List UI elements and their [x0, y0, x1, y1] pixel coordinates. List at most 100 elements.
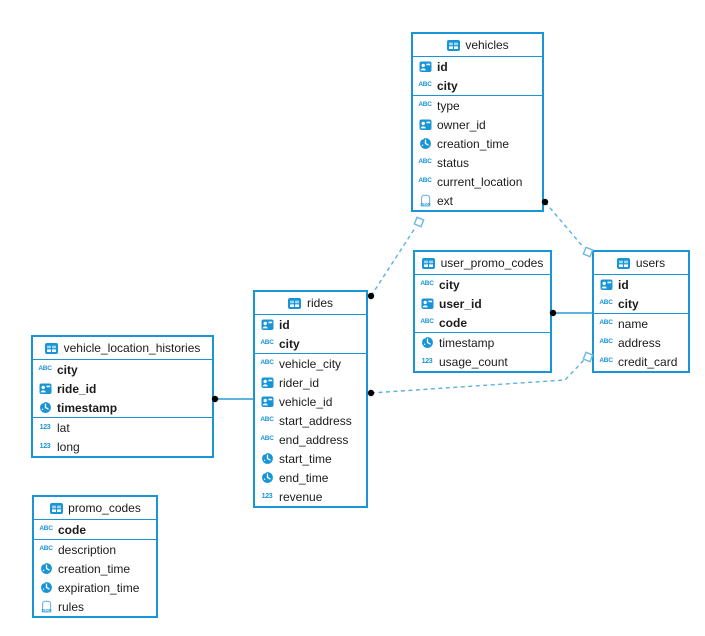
column-label: rules — [58, 599, 85, 614]
column-label: id — [437, 59, 448, 74]
column-label: revenue — [279, 489, 323, 504]
uuid-type-icon — [418, 60, 432, 74]
column-label: end_address — [279, 432, 349, 447]
column-row-id[interactable]: id — [413, 57, 542, 76]
column-row-creation_time[interactable]: creation_time — [34, 559, 156, 578]
text-type-icon: ABC — [599, 338, 613, 346]
time-type-icon — [260, 452, 274, 466]
column-row-timestamp[interactable]: timestamp — [415, 333, 550, 352]
column-label: name — [618, 316, 649, 331]
json-type-icon: JSON — [418, 194, 432, 208]
text-type-icon: ABC — [39, 525, 53, 533]
table-header[interactable]: users — [594, 252, 688, 275]
number-type-icon: 123 — [39, 424, 51, 431]
column-label: start_time — [279, 451, 332, 466]
column-label: city — [57, 362, 78, 377]
column-row-timestamp[interactable]: timestamp — [33, 398, 212, 417]
column-row-owner_id[interactable]: owner_id — [413, 115, 542, 134]
column-row-vehicle_id[interactable]: vehicle_id — [255, 392, 366, 411]
column-label: ride_id — [57, 381, 97, 396]
json-type-icon: JSON — [39, 600, 53, 614]
column-row-id[interactable]: id — [255, 315, 366, 334]
column-label: credit_card — [618, 354, 678, 369]
text-type-icon: ABC — [260, 359, 274, 367]
column-label: current_location — [437, 174, 523, 189]
uuid-type-icon — [599, 278, 613, 292]
column-row-ride_id[interactable]: ride_id — [33, 379, 212, 398]
text-type-icon: ABC — [418, 158, 432, 166]
table-header[interactable]: vehicles — [413, 34, 542, 57]
column-label: usage_count — [439, 354, 508, 369]
table-header[interactable]: vehicle_location_histories — [33, 337, 212, 360]
number-type-icon: 123 — [39, 443, 51, 450]
column-row-code[interactable]: ABC code — [415, 313, 550, 332]
text-type-icon: ABC — [599, 357, 613, 365]
column-row-expiration_time[interactable]: expiration_time — [34, 578, 156, 597]
column-label: owner_id — [437, 117, 486, 132]
column-label: description — [58, 542, 117, 557]
table-header[interactable]: user_promo_codes — [415, 252, 550, 275]
text-type-icon: ABC — [260, 339, 274, 347]
column-row-status[interactable]: ABC status — [413, 153, 542, 172]
uuid-type-icon — [38, 382, 52, 396]
column-label: address — [618, 335, 661, 350]
table-title: users — [635, 256, 666, 270]
column-row-rider_id[interactable]: rider_id — [255, 373, 366, 392]
table-icon — [446, 38, 460, 52]
time-type-icon — [39, 562, 53, 576]
column-row-start_time[interactable]: start_time — [255, 449, 366, 468]
time-type-icon — [260, 471, 274, 485]
column-row-end_time[interactable]: end_time — [255, 468, 366, 487]
column-row-end_address[interactable]: ABC end_address — [255, 430, 366, 449]
column-row-user_id[interactable]: user_id — [415, 294, 550, 313]
column-row-credit_card[interactable]: ABC credit_card — [594, 352, 688, 371]
column-row-address[interactable]: ABC address — [594, 333, 688, 352]
text-type-icon: ABC — [418, 101, 432, 109]
column-label: rider_id — [279, 375, 320, 390]
table-icon — [49, 501, 63, 515]
column-row-rules[interactable]: JSON rules — [34, 597, 156, 616]
table-header[interactable]: rides — [255, 292, 366, 315]
column-row-creation_time[interactable]: creation_time — [413, 134, 542, 153]
column-label: type — [437, 98, 460, 113]
table-title: vehicle_location_histories — [63, 341, 201, 355]
column-label: end_time — [279, 470, 329, 485]
column-row-description[interactable]: ABC description — [34, 540, 156, 559]
column-row-type[interactable]: ABC type — [413, 96, 542, 115]
text-type-icon: ABC — [39, 545, 53, 553]
text-type-icon: ABC — [260, 435, 274, 443]
text-type-icon: ABC — [420, 318, 434, 326]
column-label: timestamp — [439, 335, 495, 350]
column-label: code — [439, 315, 468, 330]
column-row-id[interactable]: id — [594, 275, 688, 294]
time-type-icon — [420, 336, 434, 350]
text-type-icon: ABC — [420, 280, 434, 288]
column-label: status — [437, 155, 470, 170]
table-header[interactable]: promo_codes — [34, 497, 156, 520]
